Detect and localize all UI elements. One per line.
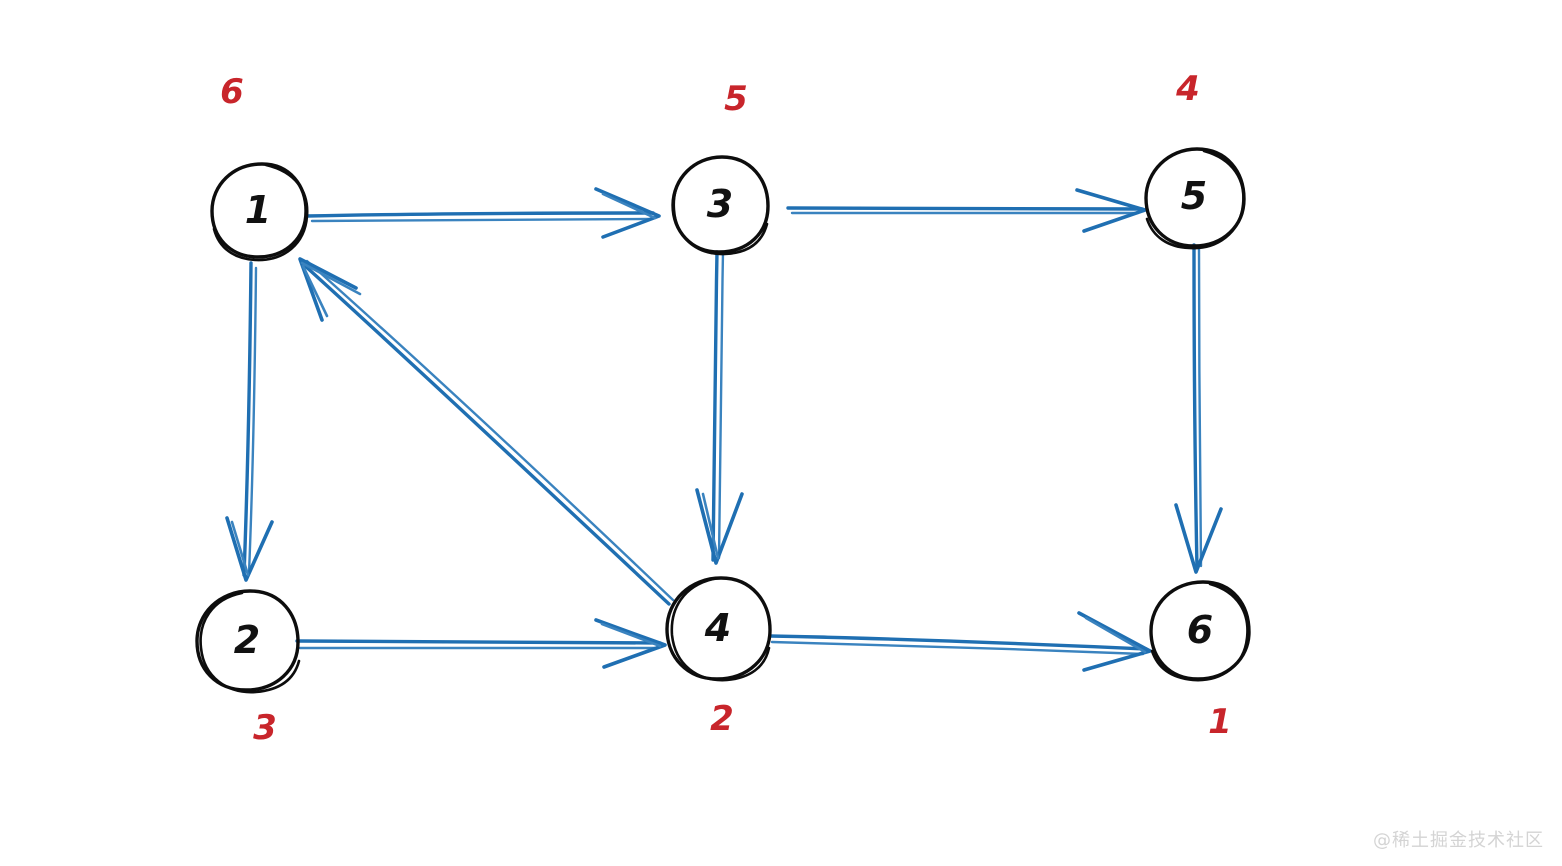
edge-3-to-4-line-second bbox=[717, 250, 725, 560]
edge-4-to-6-arrowhead bbox=[1077, 611, 1152, 672]
node-circle-1[interactable] bbox=[210, 162, 309, 262]
edge-1-to-2-line bbox=[242, 261, 253, 577]
weight-label-node-5: 4 bbox=[1176, 69, 1200, 109]
node-circle-6[interactable] bbox=[1149, 580, 1251, 682]
watermark: @稀土掘金技术社区 bbox=[1373, 830, 1544, 851]
edge-4-to-6-line bbox=[768, 634, 1148, 651]
node-circle-6-overdraw bbox=[1150, 582, 1249, 682]
edge-3-to-4-line bbox=[711, 250, 719, 562]
edge-5-to-6 bbox=[1174, 243, 1223, 574]
weight-label-node-2: 3 bbox=[253, 708, 277, 748]
node-circle-3[interactable] bbox=[671, 155, 770, 256]
edge-5-to-6-arrowhead bbox=[1174, 503, 1223, 574]
weight-label-node-4: 2 bbox=[710, 699, 734, 739]
edge-5-to-6-line bbox=[1192, 243, 1199, 570]
edge-5-to-6-line-second bbox=[1197, 246, 1203, 568]
node-circle-2-overdraw bbox=[199, 591, 301, 694]
edge-3-to-5 bbox=[786, 188, 1147, 233]
node-label-6: 6 bbox=[1186, 608, 1214, 652]
edge-3-to-4-arrowhead-second bbox=[701, 492, 720, 560]
edge-4-to-1-arrowhead bbox=[298, 257, 358, 322]
node-circle-5[interactable] bbox=[1144, 147, 1246, 250]
edge-2-to-4-arrowhead-second bbox=[600, 622, 662, 648]
node-circle-5-overdraw bbox=[1145, 149, 1245, 250]
edge-1-to-2-arrowhead-second bbox=[230, 520, 250, 577]
edge-2-to-4 bbox=[295, 618, 667, 669]
edge-1-to-3 bbox=[305, 187, 661, 239]
edge-4-to-6-arrowhead-second bbox=[1084, 616, 1147, 654]
edge-3-to-4 bbox=[695, 250, 744, 565]
node-label-2: 2 bbox=[233, 618, 261, 662]
edge-1-to-2-arrowhead bbox=[225, 516, 274, 582]
node-circle-4-overdraw bbox=[670, 577, 771, 682]
edge-4-to-1-arrowhead-second bbox=[300, 261, 362, 296]
edge-4-to-1 bbox=[298, 257, 675, 606]
edge-3-to-5-line bbox=[786, 206, 1144, 211]
node-label-3: 3 bbox=[706, 182, 734, 226]
node-circle-1-overdraw bbox=[212, 163, 309, 262]
edge-1-to-3-line-second bbox=[310, 217, 652, 223]
edge-1-to-3-line bbox=[305, 211, 655, 218]
edge-3-to-5-arrowhead bbox=[1075, 188, 1147, 233]
edge-1-to-2-line-second bbox=[247, 266, 258, 575]
weight-label-node-6: 1 bbox=[1208, 702, 1232, 742]
edge-4-to-1-line-second bbox=[305, 259, 675, 602]
edge-3-to-4-arrowhead bbox=[695, 488, 744, 565]
edge-4-to-6-line-second bbox=[770, 640, 1145, 656]
node-label-5: 5 bbox=[1180, 174, 1208, 218]
node-circle-4[interactable] bbox=[665, 576, 772, 682]
edge-4-to-1-arrowhead-third bbox=[301, 264, 329, 318]
edge-2-to-4-arrowhead bbox=[594, 618, 667, 669]
weight-label-node-1: 6 bbox=[220, 72, 244, 112]
node-label-1: 1 bbox=[244, 188, 272, 232]
edge-1-to-2 bbox=[225, 261, 274, 582]
node-circle-3-overdraw bbox=[672, 156, 769, 256]
node-circle-2[interactable] bbox=[195, 589, 301, 694]
weight-label-node-3: 5 bbox=[724, 79, 748, 119]
edge-1-to-3-arrowhead bbox=[594, 187, 661, 239]
edge-4-to-1-line bbox=[301, 262, 671, 606]
edge-1-to-3-arrowhead-second bbox=[601, 192, 657, 220]
node-circle-2-outline bbox=[195, 589, 300, 692]
edge-2-to-4-line bbox=[295, 639, 662, 645]
edge-4-to-6 bbox=[768, 611, 1152, 672]
node-label-4: 4 bbox=[704, 606, 732, 650]
